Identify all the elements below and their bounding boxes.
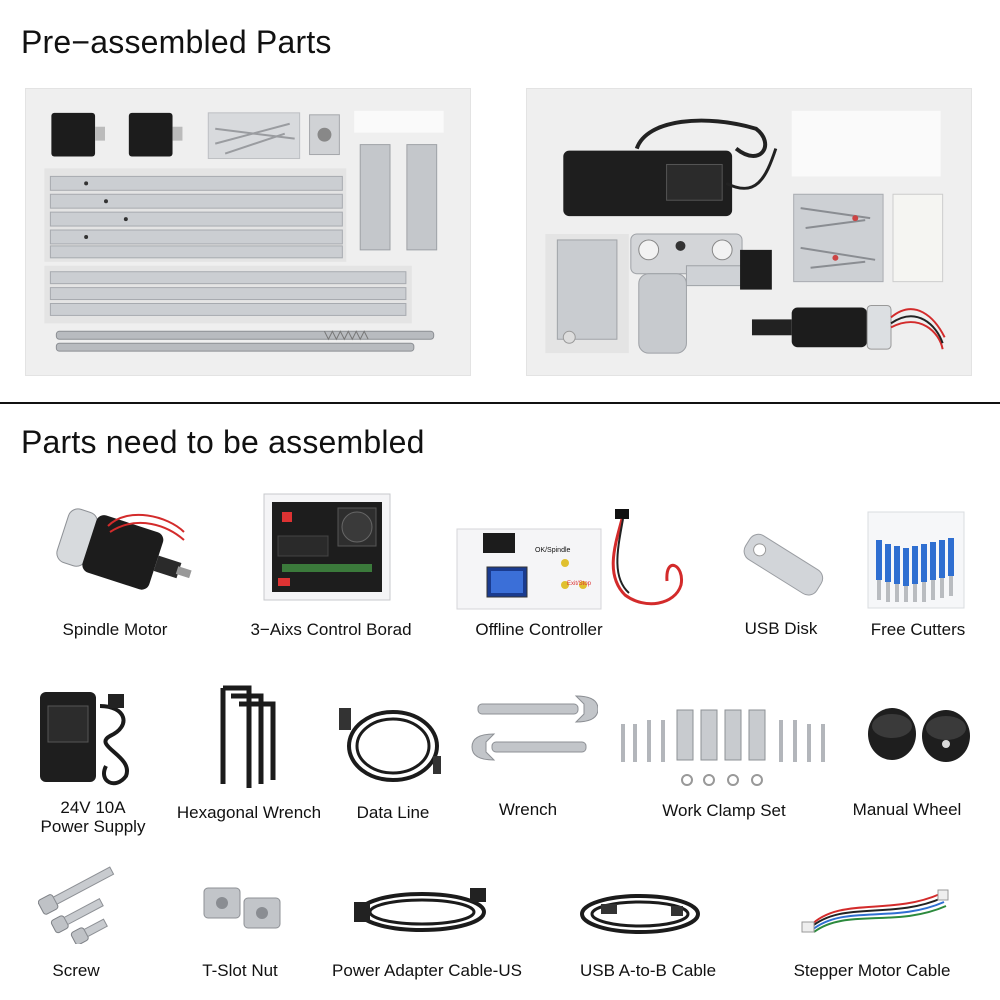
tslot-nut-item: T-Slot Nut: [200, 882, 286, 980]
control-board-icon: [263, 493, 391, 601]
wrench-icon: [471, 695, 598, 761]
power-adapter: [563, 118, 778, 217]
controller-stop-text: Exit/Stop: [567, 581, 592, 587]
right-box-contents: [545, 110, 946, 354]
data-line-label: Data Line: [356, 803, 430, 822]
stepper-cable-label: Stepper Motor Cable: [793, 961, 951, 980]
usb-disk-label: USB Disk: [744, 619, 818, 638]
screw-item: Screw: [38, 864, 128, 980]
hex-wrench-icon: [220, 685, 276, 788]
usb-disk-item: USB Disk: [735, 520, 830, 638]
work-clamp-item: Work Clamp Set: [617, 700, 831, 820]
wrench-label: Wrench: [498, 800, 558, 819]
wrench-item: Wrench: [468, 694, 598, 819]
usb-cable-item: USB A-to-B Cable: [575, 884, 716, 980]
pre-assembled-box-right: [526, 88, 972, 376]
tslot-nut-icon: [203, 887, 281, 929]
usb-disk-icon: [743, 533, 824, 596]
offline-controller-item: Offline Controller OK/Spindle Exit/Stop: [455, 505, 690, 639]
power-supply-icon: [40, 692, 129, 786]
free-cutters-icon: [867, 511, 965, 609]
data-line-item: Data Line: [333, 700, 445, 822]
hex-wrench-item: Hexagonal Wrench: [177, 684, 321, 822]
control-board-item: 3−Aixs Control Borad: [250, 492, 412, 639]
spindle-motor-label: Spindle Motor: [62, 620, 168, 639]
data-line-icon: [339, 708, 441, 782]
usb-cable-icon: [580, 894, 700, 934]
stepper-motor-1: [51, 112, 105, 157]
power-cable-us-item: Power Adapter Cable-US: [332, 880, 522, 980]
free-cutters-item: Free Cutters: [866, 510, 966, 639]
pre-assembled-box-left: [25, 88, 471, 376]
screw-label: Screw: [52, 961, 100, 980]
usb-cable-label: USB A-to-B Cable: [579, 961, 717, 980]
section-divider: [0, 402, 1000, 404]
aluminum-rails: [49, 175, 407, 316]
power-supply-label-line1: 24V 10A: [60, 798, 126, 817]
left-box-contents: [44, 110, 444, 352]
power-cable-us-icon: [354, 888, 486, 932]
manual-wheel-item: Manual Wheel: [853, 704, 978, 819]
offline-controller-icon: [456, 509, 684, 610]
hex-wrench-label: Hexagonal Wrench: [176, 803, 322, 822]
free-cutters-label: Free Cutters: [870, 620, 966, 639]
to-assemble-title: Parts need to be assembled: [21, 424, 425, 460]
tslot-nut-label: T-Slot Nut: [202, 961, 278, 980]
stepper-cable-item: Stepper Motor Cable: [794, 886, 950, 980]
work-clamp-label: Work Clamp Set: [662, 801, 786, 820]
controller-ok-text: OK/Spindle: [535, 547, 571, 554]
power-cable-us-label: Power Adapter Cable-US: [332, 961, 522, 980]
spindle-motor-boxed: [751, 304, 946, 350]
stepper-motor-2: [128, 112, 183, 157]
spindle-motor-item: Spindle Motor: [28, 496, 198, 639]
pre-assembled-title: Pre−assembled Parts: [21, 24, 332, 60]
offline-controller-label: Offline Controller: [475, 620, 603, 639]
stepper-cable-icon: [801, 889, 949, 933]
spindle-motor-icon: [56, 508, 192, 590]
z-axis-assembly: [630, 233, 772, 354]
power-supply-label-line2: Power Supply: [40, 817, 146, 836]
manual-wheel-label: Manual Wheel: [852, 800, 962, 819]
work-clamp-icon: [621, 709, 825, 786]
manual-wheel-icon: [868, 708, 970, 762]
screw-icon: [38, 866, 115, 944]
lead-screws: [55, 330, 435, 352]
control-board-label: 3−Aixs Control Borad: [250, 620, 412, 639]
